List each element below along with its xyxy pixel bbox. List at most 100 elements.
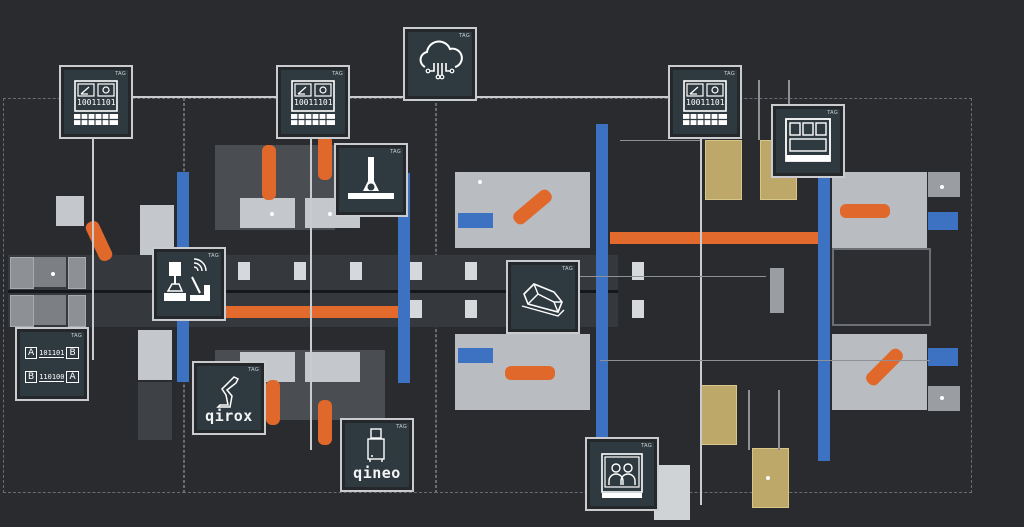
brand-qirox: QIROX: [205, 407, 253, 425]
conveyor-module: [10, 257, 34, 289]
robot-arm: [318, 135, 332, 180]
controller-binary-icon: [683, 80, 727, 125]
controller-tile-1[interactable]: TAG 10011101: [59, 65, 133, 139]
positioner-blue: [928, 348, 958, 366]
sensor-post: [770, 268, 784, 313]
conveyor-pallet: [294, 262, 306, 280]
controller-tile-3[interactable]: TAG 10011101: [668, 65, 742, 139]
rail: [596, 124, 608, 454]
sensor-welding-icon: [164, 258, 210, 301]
status-dot: [766, 476, 770, 480]
cabinet: [928, 386, 960, 411]
conveyor-module: [10, 295, 34, 327]
positioner-blue: [928, 212, 958, 230]
process-tile[interactable]: TAG: [771, 104, 845, 178]
lift-frame: [778, 390, 780, 450]
tag-label: TAG: [641, 443, 652, 449]
welding-torch-tile[interactable]: TAG: [334, 143, 408, 217]
conveyor-module: [34, 295, 66, 325]
positioner-blue: [458, 348, 493, 363]
tag-label: TAG: [562, 266, 573, 272]
controller-tile-2[interactable]: TAG 10011101: [276, 65, 350, 139]
robot-arm-icon: [216, 376, 240, 408]
fixture-table: [305, 352, 360, 382]
qirox-tile[interactable]: TAG QIROX: [192, 361, 266, 435]
empty-bay: [832, 248, 931, 326]
conveyor-module: [68, 295, 86, 327]
conveyor-pallet: [410, 262, 422, 280]
conveyor-module: [68, 257, 86, 289]
tag-label: TAG: [248, 367, 259, 373]
welding-power-source-icon: [367, 428, 385, 462]
network-line: [310, 135, 312, 450]
network-line: [348, 96, 403, 98]
status-dot: [940, 185, 944, 189]
fixture-table: [240, 198, 295, 228]
network-line: [130, 96, 278, 98]
lift-frame: [758, 80, 760, 140]
sensor-welding-tile[interactable]: TAG: [152, 247, 226, 321]
status-dot: [51, 272, 55, 276]
exchange-row-1: A 101101 B: [25, 347, 79, 359]
node-b-label: B: [25, 371, 38, 383]
tag-label: TAG: [396, 424, 407, 430]
binary-text: 10011101: [294, 98, 333, 107]
binary-text: 10011101: [686, 98, 725, 107]
conveyor-pallet: [632, 300, 644, 318]
welding-torch-icon: [348, 157, 394, 199]
network-line: [475, 96, 670, 98]
cloud-network-icon: [419, 40, 463, 80]
tag-label: TAG: [115, 71, 126, 77]
workpiece-tile[interactable]: TAG: [506, 260, 580, 334]
cloud-tile[interactable]: TAG: [403, 27, 477, 101]
exchange-row-2: B 110100 A: [25, 371, 79, 383]
tag-label: TAG: [459, 33, 470, 39]
network-line: [600, 360, 930, 361]
conveyor-pallet: [238, 262, 250, 280]
conveyor-pallet: [350, 262, 362, 280]
process-modules-icon: [785, 118, 831, 162]
qineo-tile[interactable]: TAG QINEO: [340, 418, 414, 492]
tag-label: TAG: [724, 71, 735, 77]
positioner-blue: [458, 213, 493, 228]
cabinet: [654, 465, 690, 520]
status-dot: [478, 180, 482, 184]
network-line: [92, 135, 94, 360]
conveyor-divider: [8, 290, 618, 293]
robot-arm: [505, 366, 555, 380]
conveyor-pallet: [465, 300, 477, 318]
cabinet: [140, 205, 174, 255]
tag-label: TAG: [390, 149, 401, 155]
cabinet: [138, 382, 172, 440]
binary-text: 10011101: [77, 98, 116, 107]
robot-arm: [318, 400, 332, 445]
rail: [398, 173, 410, 383]
bits-label: 110100: [39, 372, 65, 382]
cabinet: [138, 330, 172, 380]
cabinet: [56, 196, 84, 226]
controller-binary-icon: [291, 80, 335, 125]
data-exchange-tile[interactable]: TAG A 101101 B B 110100 A: [15, 327, 89, 401]
tag-label: TAG: [208, 253, 219, 259]
status-dot: [270, 212, 274, 216]
controller-binary-icon: [74, 80, 118, 125]
conveyor-pallet: [632, 262, 644, 280]
robot-arm: [262, 145, 276, 200]
positioner: [705, 140, 742, 200]
conveyor-pallet: [465, 262, 477, 280]
node-b-label: B: [66, 347, 79, 359]
positioner: [752, 448, 789, 508]
workpiece-3d-icon: [521, 283, 565, 317]
positioner: [700, 385, 737, 445]
robot-arm: [840, 204, 890, 218]
lift-frame: [748, 390, 750, 450]
bits-label: 101101: [39, 348, 65, 358]
cabinet: [928, 172, 960, 197]
conveyor-module: [34, 257, 66, 287]
status-dot: [940, 396, 944, 400]
node-a-label: A: [25, 347, 38, 359]
tag-label: TAG: [332, 71, 343, 77]
rail: [818, 176, 830, 461]
tag-label: TAG: [71, 333, 82, 339]
operators-tile[interactable]: TAG: [585, 437, 659, 511]
